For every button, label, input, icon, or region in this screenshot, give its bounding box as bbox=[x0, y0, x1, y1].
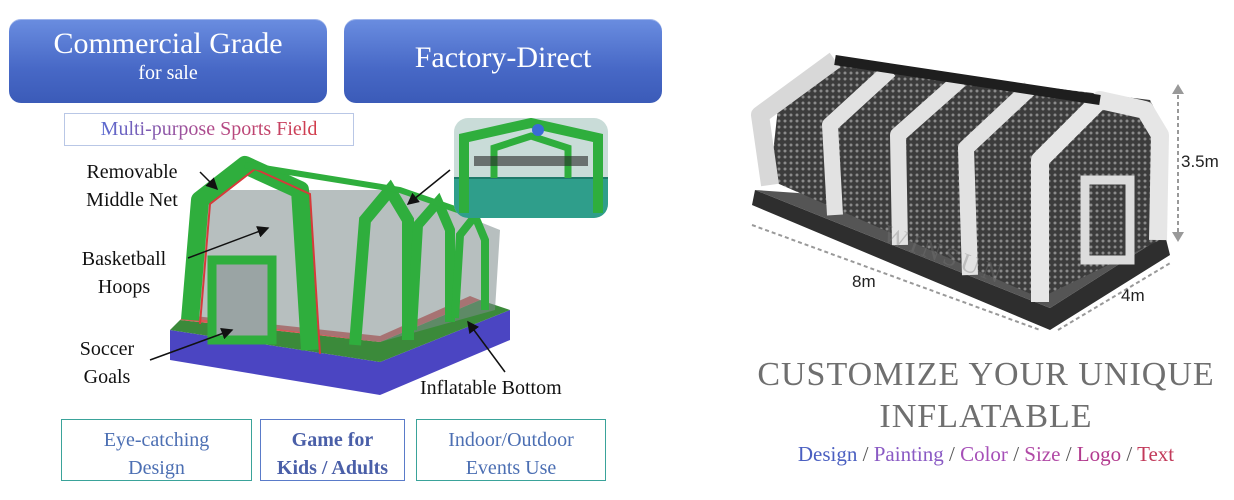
soccer-goals-label: Soccer Goals bbox=[62, 335, 152, 391]
feature-box-indoor-outdoor-line2: Events Use bbox=[465, 457, 557, 479]
tag-separator: / bbox=[862, 442, 869, 466]
feature-box-eye-catching-line2: Design bbox=[128, 457, 185, 479]
soccer-goals-label-line1: Soccer bbox=[79, 338, 135, 360]
feature-title-text: Multi-purpose Sports Field bbox=[100, 118, 318, 140]
inflatable-bottom-label: Inflatable Bottom bbox=[420, 374, 596, 402]
feature-box-indoor-outdoor-line1: Indoor/Outdoor bbox=[448, 429, 574, 451]
customize-tags: Design / Painting / Color / Size / Logo … bbox=[736, 442, 1234, 467]
width-dimension-line bbox=[1057, 261, 1173, 331]
inflatable-dimension-diagram bbox=[751, 52, 1184, 331]
goals-arrow bbox=[149, 327, 234, 361]
interior-inset-photo bbox=[454, 118, 608, 218]
tag-color: Color bbox=[960, 442, 1008, 466]
feature-box-indoor-outdoor: Indoor/Outdoor Events Use bbox=[416, 419, 606, 481]
removable-net-label-line2: Middle Net bbox=[86, 189, 178, 211]
feature-box-game-for-line1: Game for bbox=[291, 429, 374, 451]
factory-direct-banner: Factory-Direct bbox=[344, 19, 662, 103]
factory-direct-title: Factory-Direct bbox=[414, 41, 592, 74]
length-label: 8m bbox=[852, 272, 876, 291]
tag-separator: / bbox=[1126, 442, 1133, 466]
feature-box-eye-catching: Eye-catching Design bbox=[61, 419, 252, 481]
bottom-arrow bbox=[467, 320, 506, 373]
feature-box-game-for-line2: Kids / Adults bbox=[276, 457, 389, 479]
net-arrow bbox=[199, 171, 219, 191]
height-label: 3.5m bbox=[1181, 152, 1219, 171]
feature-box-game-for: Game for Kids / Adults bbox=[260, 419, 405, 481]
commercial-grade-subtitle: for sale bbox=[138, 62, 198, 84]
length-dimension-line bbox=[751, 224, 1041, 331]
customize-headline-line1: CUSTOMIZE YOUR UNIQUE bbox=[757, 356, 1215, 393]
tag-painting: Painting bbox=[873, 442, 944, 466]
tag-text: Text bbox=[1137, 442, 1175, 466]
tag-size: Size bbox=[1024, 442, 1061, 466]
customize-headline-line2: INFLATABLE bbox=[879, 398, 1093, 435]
tag-separator: / bbox=[1013, 442, 1020, 466]
width-label: 4m bbox=[1121, 286, 1145, 305]
inset-arrow bbox=[406, 169, 451, 205]
soccer-goals-label-line2: Goals bbox=[83, 366, 131, 388]
removable-net-label-line1: Removable bbox=[86, 161, 178, 183]
feature-box-eye-catching-line1: Eye-catching bbox=[103, 429, 210, 451]
basketball-hoops-label-line2: Hoops bbox=[97, 276, 151, 298]
basketball-hoops-label: Basketball Hoops bbox=[66, 245, 182, 301]
annotation-arrows bbox=[149, 169, 506, 373]
tag-logo: Logo bbox=[1076, 442, 1122, 466]
removable-net-label: Removable Middle Net bbox=[70, 158, 194, 214]
hoops-arrow bbox=[187, 226, 270, 259]
tag-separator: / bbox=[1065, 442, 1072, 466]
commercial-grade-banner: Commercial Grade for sale bbox=[9, 19, 327, 103]
tag-design: Design bbox=[797, 442, 858, 466]
basketball-hoops-label-line1: Basketball bbox=[81, 248, 167, 270]
inflatable-bottom-label-text: Inflatable Bottom bbox=[420, 377, 562, 399]
feature-title: Multi-purpose Sports Field bbox=[64, 113, 354, 146]
commercial-grade-title: Commercial Grade bbox=[53, 27, 283, 60]
tag-separator: / bbox=[949, 442, 955, 466]
